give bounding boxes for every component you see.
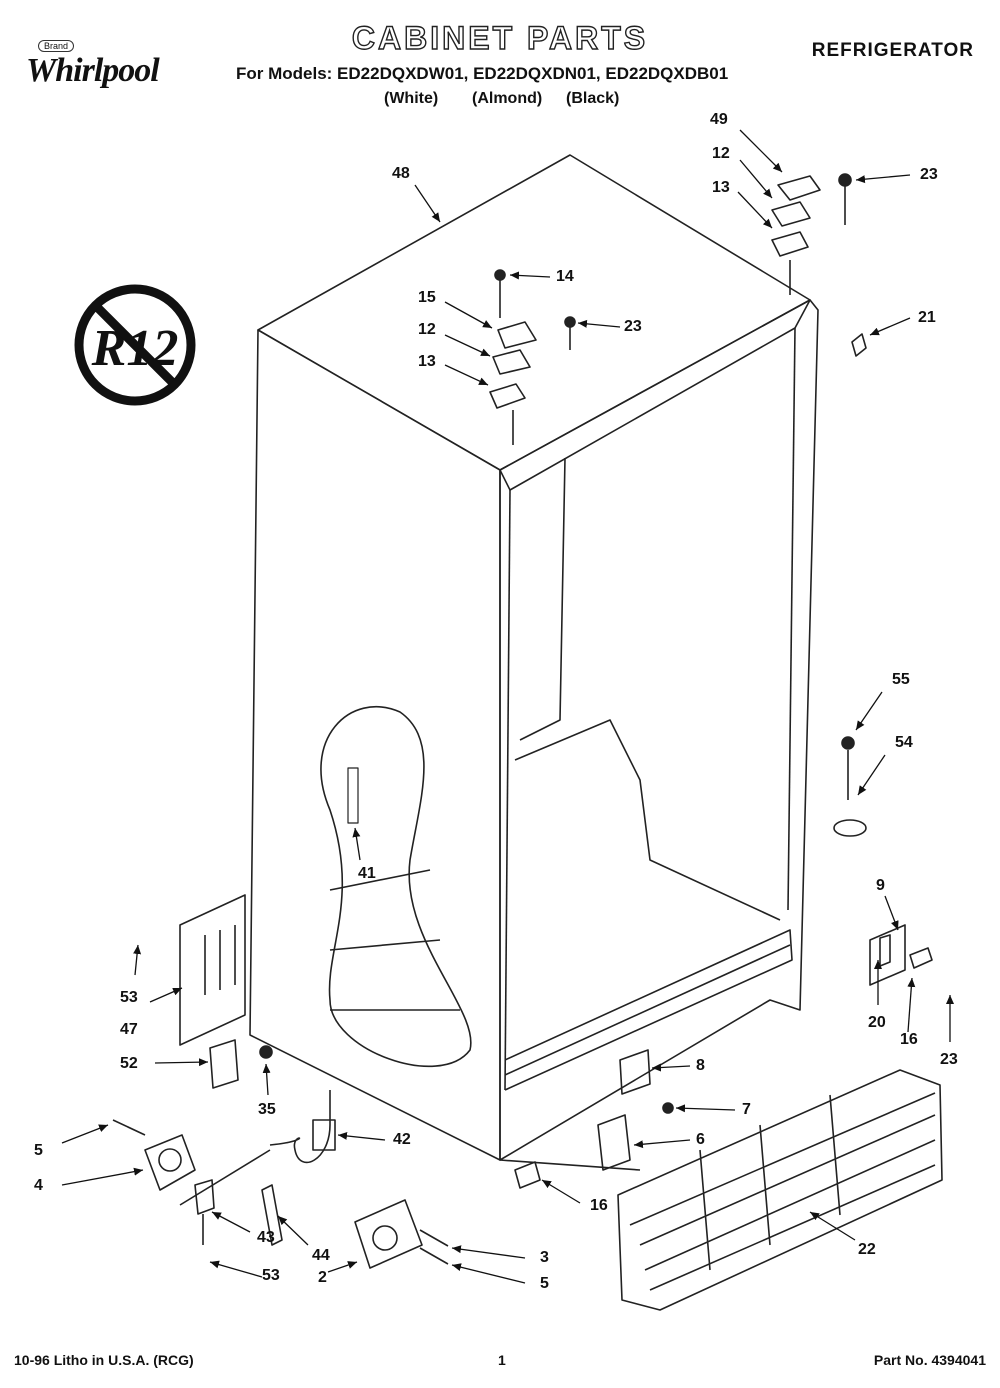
part-52-bracket [209, 1039, 239, 1089]
brand-badge: Brand [38, 40, 75, 52]
right-bracket [869, 924, 933, 986]
part-22-grille [617, 1069, 943, 1311]
callout-23: 23 [940, 1051, 958, 1068]
callout-4: 4 [34, 1177, 43, 1194]
finish-white: (White) [384, 90, 439, 107]
callout-12: 12 [418, 321, 436, 338]
callout-7: 7 [742, 1101, 751, 1118]
callout-8: 8 [696, 1057, 705, 1074]
callout-13: 13 [712, 179, 730, 196]
callout-2: 2 [318, 1269, 327, 1286]
print-info: 10-96 Litho in U.S.A. (RCG) [14, 1352, 194, 1368]
callout-43: 43 [257, 1229, 275, 1246]
callout-15: 15 [418, 289, 436, 306]
part-42-tube [269, 1090, 331, 1164]
callout-55: 55 [892, 671, 910, 688]
callout-41: 41 [358, 865, 376, 882]
left-bracket-panel [179, 894, 246, 1046]
callout-54: 54 [895, 734, 913, 751]
callout-13: 13 [418, 353, 436, 370]
finish-black: (Black) [566, 90, 620, 107]
callout-6: 6 [696, 1131, 705, 1148]
hinge-top-center [489, 269, 576, 445]
callout-16: 16 [590, 1197, 608, 1214]
callout-48: 48 [392, 165, 410, 182]
callout-16: 16 [900, 1031, 918, 1048]
callout-5: 5 [540, 1275, 549, 1292]
part-16-clip [514, 1161, 541, 1189]
part-6-bracket [597, 1114, 631, 1171]
callout-52: 52 [120, 1055, 138, 1072]
callout-5: 5 [34, 1142, 43, 1159]
finish-almond: (Almond) [472, 90, 543, 107]
part-43-link [194, 1179, 215, 1215]
page-number: 1 [498, 1352, 506, 1368]
part-2-roller [354, 1199, 423, 1269]
callout-35: 35 [258, 1101, 276, 1118]
brand-logo: Whirlpool [26, 52, 160, 89]
product-category: REFRIGERATOR [811, 40, 974, 61]
callout-49: 49 [710, 111, 728, 128]
r12-refrigerant-emblem: R12 [74, 284, 196, 406]
callout-20: 20 [868, 1014, 886, 1031]
part-21-plug [851, 333, 867, 357]
model-list: For Models: ED22DQXDW01, ED22DQXDN01, ED… [236, 64, 729, 83]
part-8-block [619, 1049, 651, 1095]
hinge-top-right [771, 173, 852, 295]
part-41-spring [347, 767, 359, 824]
callout-12: 12 [712, 145, 730, 162]
callout-53: 53 [120, 989, 138, 1006]
part-number: Part No. 4394041 [873, 1352, 986, 1368]
callout-47: 47 [120, 1021, 138, 1038]
leveling-foot [833, 736, 867, 837]
callout-22: 22 [858, 1241, 876, 1258]
part-44-pin [261, 1184, 283, 1246]
callout-9: 9 [876, 877, 885, 894]
callout-21: 21 [918, 309, 936, 326]
callout-53: 53 [262, 1267, 280, 1284]
callout-42: 42 [393, 1131, 411, 1148]
callout-23: 23 [920, 166, 938, 183]
callout-14: 14 [556, 268, 574, 285]
callout-44: 44 [312, 1247, 330, 1264]
page-title: CABINET PARTS [351, 19, 649, 56]
callout-23: 23 [624, 318, 642, 335]
part-4-roller [144, 1134, 196, 1191]
callout-3: 3 [540, 1249, 549, 1266]
